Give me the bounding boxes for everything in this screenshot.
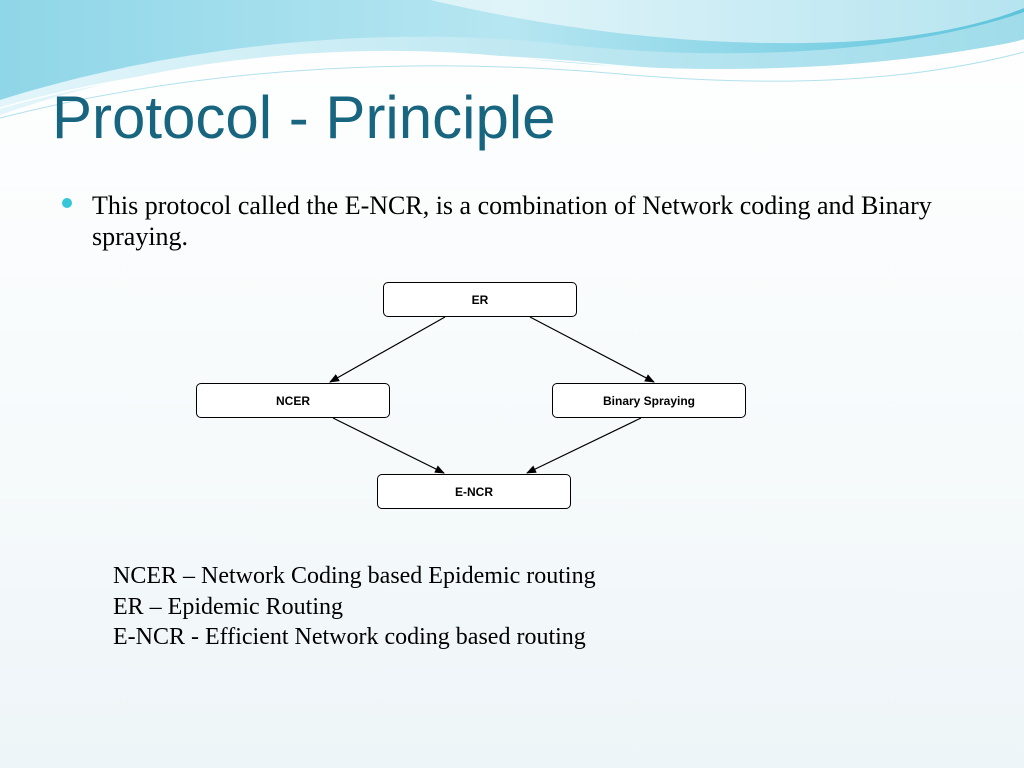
node-e-ncr: E-NCR xyxy=(377,474,571,509)
legend-item-e-ncr: E-NCR - Efficient Network coding based r… xyxy=(113,624,586,650)
node-binary-spraying: Binary Spraying xyxy=(552,383,746,418)
arrow-binary-spraying-to-encr xyxy=(526,417,642,474)
legend-item-ncer: NCER – Network Coding based Epidemic rou… xyxy=(113,563,596,589)
arrow-er-to-binary-spraying xyxy=(529,316,655,383)
bullet-dot-icon xyxy=(62,198,72,208)
slide-title: Protocol - Principle xyxy=(52,84,556,151)
node-ncer: NCER xyxy=(196,383,390,418)
wave-highlight xyxy=(430,0,1024,44)
legend-item-er: ER – Epidemic Routing xyxy=(113,593,343,620)
node-er: ER xyxy=(383,282,577,317)
wave-line-2 xyxy=(0,51,1024,119)
arrow-er-to-ncer xyxy=(329,316,446,383)
abbreviation-legend: NCER – Network Coding based Epidemic rou… xyxy=(113,561,596,653)
bullet-text: This protocol called the E-NCR, is a com… xyxy=(92,191,932,251)
header-wave-decoration xyxy=(0,0,1024,119)
arrow-ncer-to-encr xyxy=(332,417,445,474)
wave-line-1 xyxy=(0,39,1024,109)
